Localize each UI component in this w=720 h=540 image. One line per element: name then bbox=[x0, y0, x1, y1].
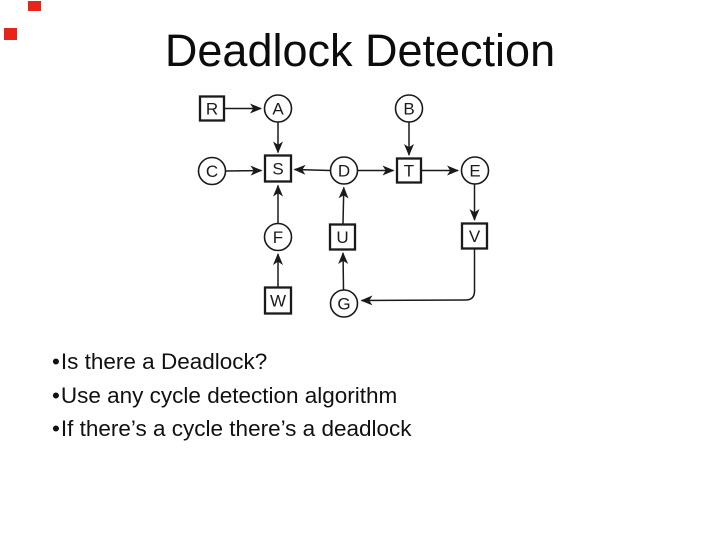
node-D-process bbox=[329, 156, 359, 185]
node-S-resource bbox=[263, 154, 293, 183]
node-label-D: D bbox=[338, 162, 350, 181]
node-C-process bbox=[197, 156, 227, 186]
node-B-process bbox=[394, 94, 424, 123]
bullet-item: • If there’s a cycle there’s a deadlock bbox=[52, 412, 412, 446]
edge-U-D bbox=[338, 186, 349, 225]
node-label-W: W bbox=[270, 292, 286, 311]
node-W-resource bbox=[263, 286, 293, 315]
node-label-A: A bbox=[272, 100, 284, 119]
node-label-C: C bbox=[206, 162, 218, 181]
slide-title: Deadlock Detection bbox=[164, 25, 556, 76]
node-E-process bbox=[460, 156, 490, 185]
node-label-T: T bbox=[404, 162, 414, 181]
node-label-R: R bbox=[206, 100, 218, 119]
edge-V-G bbox=[360, 249, 476, 306]
node-U-resource bbox=[328, 223, 357, 251]
bullet-item: • Is there a Deadlock? bbox=[52, 345, 412, 379]
edge-C-S bbox=[225, 165, 263, 176]
node-A-process bbox=[263, 94, 293, 123]
node-label-U: U bbox=[336, 228, 348, 247]
red-corner-mark bbox=[4, 28, 17, 40]
node-T-resource bbox=[395, 157, 423, 184]
node-V-resource bbox=[460, 222, 489, 250]
node-G-process bbox=[329, 289, 359, 318]
node-label-V: V bbox=[469, 227, 481, 246]
red-corner-mark bbox=[28, 1, 41, 11]
edge-G-U bbox=[338, 252, 349, 290]
bullet-list: • Is there a Deadlock? • Use any cycle d… bbox=[52, 345, 412, 446]
node-label-B: B bbox=[403, 100, 414, 119]
node-R-resource bbox=[198, 95, 226, 122]
bullet-icon: • bbox=[52, 416, 60, 441]
bullet-text: Is there a Deadlock? bbox=[60, 349, 268, 374]
node-label-E: E bbox=[469, 162, 480, 181]
edge-D-S bbox=[293, 164, 331, 175]
bullet-item: • Use any cycle detection algorithm bbox=[52, 379, 412, 413]
node-label-F: F bbox=[273, 228, 283, 247]
bullet-text: If there’s a cycle there’s a deadlock bbox=[60, 416, 412, 441]
node-label-G: G bbox=[337, 295, 350, 314]
node-F-process bbox=[263, 222, 293, 252]
bullet-text: Use any cycle detection algorithm bbox=[60, 382, 398, 408]
node-label-S: S bbox=[272, 160, 283, 179]
bullet-icon: • bbox=[52, 382, 60, 408]
bullet-icon: • bbox=[52, 349, 60, 374]
